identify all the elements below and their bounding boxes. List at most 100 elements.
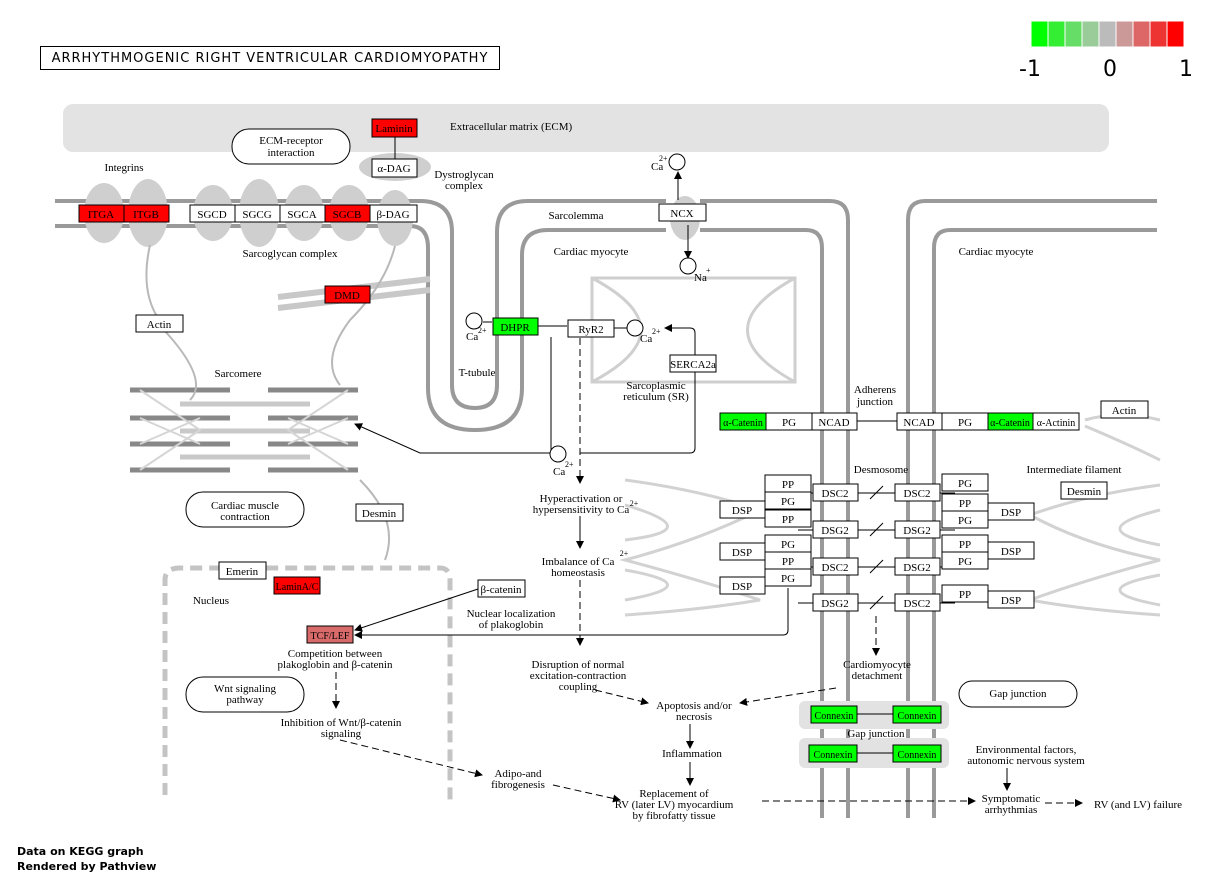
gene-dmd[interactable] xyxy=(324,285,371,304)
gene-dsp-left-3[interactable] xyxy=(719,576,766,595)
gene-dsg2-right-2[interactable] xyxy=(894,557,941,576)
gene-serca2a[interactable] xyxy=(669,354,717,373)
gene-label: Actin xyxy=(147,319,172,331)
gene-label: Emerin xyxy=(226,566,259,578)
gene-dsc2-right-2[interactable] xyxy=(894,593,941,612)
gene-ryr2[interactable] xyxy=(567,319,615,338)
gene-connexin-3[interactable] xyxy=(808,744,858,763)
gene-label: DSP xyxy=(732,505,752,517)
gene-pg-right-3[interactable] xyxy=(941,551,989,570)
adipogenesis-label: Adipo-and xyxy=(494,768,542,780)
gene-label: PG xyxy=(781,539,795,551)
ca-label-cytosol: Ca xyxy=(553,466,565,478)
gene-label: DSG2 xyxy=(821,598,849,610)
gene-dhpr[interactable] xyxy=(492,317,539,336)
gene-dsc2-left-2[interactable] xyxy=(812,557,859,576)
gene-label: DMD xyxy=(334,290,360,302)
gene-connexin-4[interactable] xyxy=(892,744,942,763)
gene-label: β-catenin xyxy=(480,584,522,596)
cardiac-myocyte-label: Cardiac myocyte xyxy=(554,246,629,258)
dystroglycan-label: Dystroglycan xyxy=(434,169,494,181)
svg-text:signaling: signaling xyxy=(321,728,362,740)
gene-dsp-right-3[interactable] xyxy=(987,590,1035,609)
svg-text:pathway: pathway xyxy=(226,694,264,706)
ca-charge-cytosol: 2+ xyxy=(565,460,574,469)
calcium-ion-sr xyxy=(626,319,644,337)
gene-dsp-right-1[interactable] xyxy=(987,502,1035,521)
svg-text:plakoglobin and β-catenin: plakoglobin and β-catenin xyxy=(278,659,393,671)
gene-actin-left[interactable] xyxy=(135,314,184,333)
calcium-ion-ecm xyxy=(668,153,686,171)
gene-laminin[interactable] xyxy=(371,118,418,138)
svg-text:RV (later LV) myocardium: RV (later LV) myocardium xyxy=(615,799,734,811)
legend-swatch xyxy=(1064,20,1083,48)
ca-charge-ecm: 2+ xyxy=(659,154,668,163)
gene-dsc2-right-1[interactable] xyxy=(894,483,941,502)
gene-label: PP xyxy=(782,556,794,568)
legend-mid-label: 0 xyxy=(1103,57,1117,82)
gene-dsp-left-1[interactable] xyxy=(719,500,766,519)
gene-label: DSC2 xyxy=(822,562,849,574)
gene-ncx[interactable] xyxy=(658,203,707,222)
gene-desmin-left[interactable] xyxy=(355,503,404,522)
inflammation-label: Inflammation xyxy=(662,748,722,760)
svg-text:detachment: detachment xyxy=(852,670,903,682)
gene-ncad-left[interactable] xyxy=(811,412,858,431)
gap-junction-inner-label: Gap junction xyxy=(847,728,905,740)
gene-connexin-1[interactable] xyxy=(810,705,858,724)
gene-label: SERCA2a xyxy=(670,359,716,371)
gene-label: Connexin xyxy=(814,750,853,761)
adherens-label: Adherens xyxy=(854,384,896,396)
gene-label: α-DAG xyxy=(377,163,410,175)
gene-itgb[interactable] xyxy=(123,204,170,223)
intermediate-filament-label: Intermediate filament xyxy=(1027,464,1122,476)
gene-dsg2-left-2[interactable] xyxy=(812,593,859,612)
legend-swatch xyxy=(1081,20,1100,48)
gene-connexin-2[interactable] xyxy=(892,705,942,724)
svg-text:by fibrofatty tissue: by fibrofatty tissue xyxy=(632,810,715,822)
pathway-title: ARRHYTHMOGENIC RIGHT VENTRICULAR CARDIOM… xyxy=(40,46,500,70)
gene-label: DHPR xyxy=(500,322,530,334)
gene-label: ITGB xyxy=(133,209,159,221)
legend-max-label: 1 xyxy=(1179,57,1193,82)
environmental-label: Environmental factors, xyxy=(976,744,1077,756)
gene-label: α-Catenin xyxy=(990,418,1030,429)
gene-dsg2-right-1[interactable] xyxy=(894,520,941,539)
gene-dsg2-left-1[interactable] xyxy=(812,520,859,539)
gene-lamin-ac[interactable] xyxy=(273,576,321,595)
calcium-ion-ttubule xyxy=(465,312,483,330)
gene-label: PG xyxy=(781,496,795,508)
gene-emerin[interactable] xyxy=(218,561,267,580)
ca-label-ecm: Ca xyxy=(651,161,663,173)
gene-actin-right[interactable] xyxy=(1100,400,1149,419)
gene-label: SGCG xyxy=(242,209,271,221)
gene-dsc2-left-1[interactable] xyxy=(812,483,859,502)
gene-beta-catenin[interactable] xyxy=(477,579,526,598)
cardiac-contraction-label: Cardiac muscle xyxy=(211,500,279,512)
gene-desmin-right[interactable] xyxy=(1060,481,1108,500)
legend-min-label: -1 xyxy=(1019,57,1041,82)
imbalance-label: Imbalance of Ca xyxy=(542,556,615,568)
svg-text:homeostasis: homeostasis xyxy=(551,567,605,579)
gene-label: TCF/LEF xyxy=(311,631,350,642)
nucleus-label: Nucleus xyxy=(193,595,229,607)
gene-tcf-lef[interactable] xyxy=(306,625,354,644)
svg-text:autonomic nervous system: autonomic nervous system xyxy=(967,755,1085,767)
gene-alpha-dag[interactable] xyxy=(371,158,418,178)
gene-alpha-actinin[interactable] xyxy=(1032,412,1080,431)
cardiac-contraction-box xyxy=(185,491,305,528)
svg-text:fibrogenesis: fibrogenesis xyxy=(491,779,545,791)
gene-pg-right-1[interactable] xyxy=(941,473,989,492)
ca-label-ttubule: Ca xyxy=(466,331,478,343)
na-label: Na xyxy=(694,272,707,284)
legend-swatch xyxy=(1047,20,1066,48)
gene-label: DSC2 xyxy=(822,488,849,500)
wnt-pathway-label: Wnt signaling xyxy=(214,683,277,695)
gene-dsp-right-2[interactable] xyxy=(987,541,1035,560)
gene-label: DSP xyxy=(1001,595,1021,607)
gene-dsp-left-2[interactable] xyxy=(719,542,766,561)
calcium-ion-cytosol xyxy=(549,445,567,463)
gene-beta-dag[interactable] xyxy=(369,204,418,223)
gene-label: DSG2 xyxy=(903,562,931,574)
